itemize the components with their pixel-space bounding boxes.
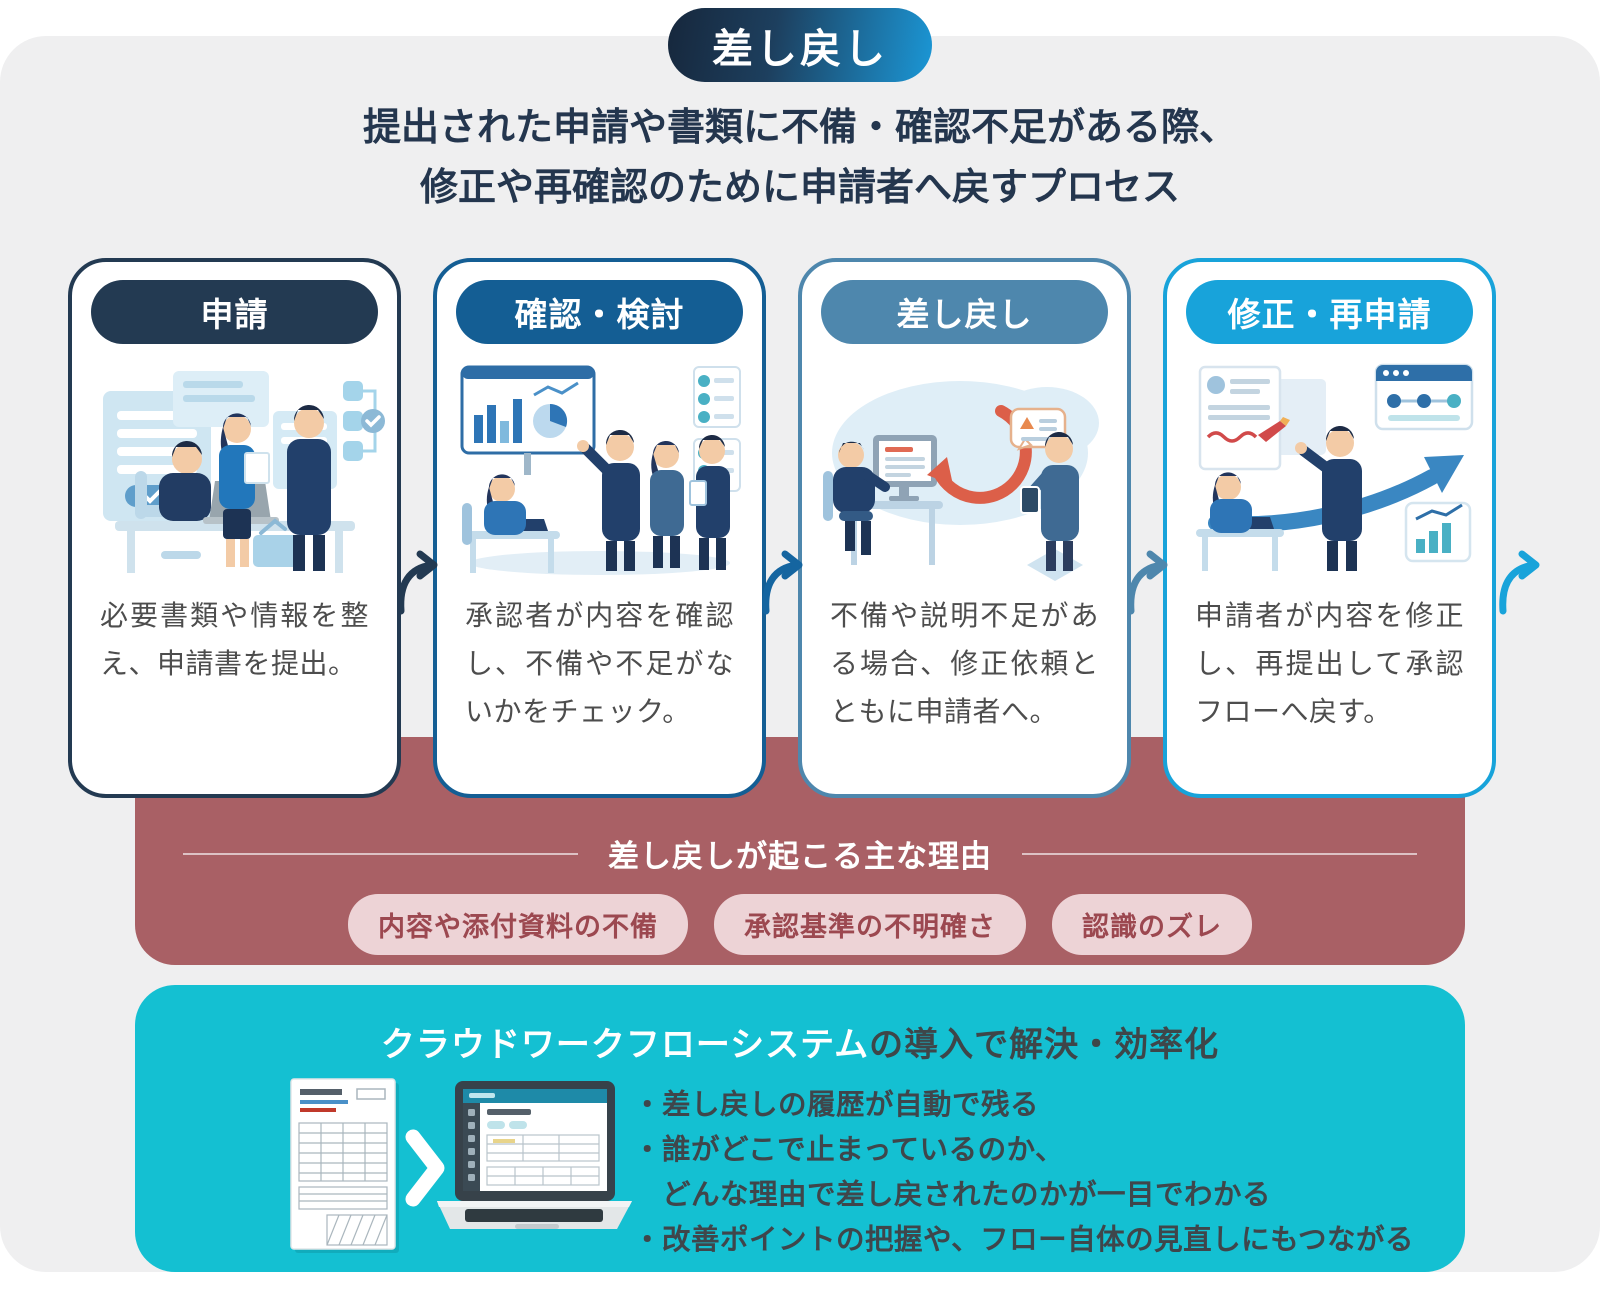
- step-illustration-resubmit: [1167, 352, 1492, 584]
- review-illustration-svg: [460, 365, 741, 575]
- step-description: 不備や説明不足がある場合、修正依頼とともに申請者へ。: [830, 600, 1099, 728]
- bullet-line: どんな理由で差し戻されたのかが一目でわかる: [633, 1179, 1272, 1212]
- paper-to-laptop-illustration-svg: [290, 1078, 632, 1253]
- step-title: 確認・検討: [514, 296, 685, 333]
- step-illustration-sendback: [802, 352, 1127, 584]
- bullet-line: ・誰がどこで止まっているのか、: [633, 1134, 1065, 1167]
- intro-text: 提出された申請や書類に不備・確認不足がある際、 修正や再確認のために申請者へ戻す…: [0, 98, 1600, 218]
- bullet-line: ・改善ポイントの把握や、フロー自体の見直しにもつながる: [633, 1224, 1415, 1257]
- step-description: 承認者が内容を確認し、不備や不足がないかをチェック。: [465, 600, 734, 728]
- reason-pills: 内容や添付資料の不備 承認基準の不明確さ 認識のズレ: [135, 894, 1465, 955]
- bullet-line: ・差し戻しの履歴が自動で残る: [633, 1089, 1040, 1121]
- solution-bullets: ・差し戻しの履歴が自動で残る ・誰がどこで止まっているのか、 どんな理由で差し戻…: [633, 1083, 1414, 1263]
- step-description: 必要書類や情報を整え、申請書を提出。: [100, 600, 369, 680]
- solution-title-highlight: クラウドワークフローシステム: [380, 1026, 870, 1064]
- step-header-review: 確認・検討: [456, 280, 743, 344]
- reasons-title: 差し戻しが起こる主な理由: [608, 839, 992, 874]
- step-card-application: 申請: [68, 258, 401, 798]
- divider-line-left: [183, 852, 578, 855]
- step-card-sendback: 差し戻し: [798, 258, 1131, 798]
- step-description: 申請者が内容を修正し、再提出して承認フローへ戻す。: [1195, 600, 1464, 728]
- process-steps: 申請: [68, 258, 1496, 798]
- solution-title-rest: の導入で解決・効率化: [869, 1026, 1220, 1064]
- reason-pill: 内容や添付資料の不備: [348, 894, 688, 955]
- title-badge-label: 差し戻し: [712, 26, 888, 72]
- step-card-resubmit: 修正・再申請: [1163, 258, 1496, 798]
- step-header-application: 申請: [91, 280, 378, 344]
- solution-section: クラウドワークフローシステムの導入で解決・効率化: [135, 985, 1465, 1272]
- step-header-resubmit: 修正・再申請: [1186, 280, 1473, 344]
- intro-line-1: 提出された申請や書類に不備・確認不足がある際、: [362, 107, 1237, 149]
- application-illustration-svg: [102, 371, 385, 573]
- title-badge: 差し戻し: [668, 8, 932, 82]
- reason-pill: 承認基準の不明確さ: [714, 894, 1026, 955]
- flow-arrow-icon-1: [397, 550, 438, 615]
- solution-illustration: [287, 1075, 632, 1260]
- step-illustration-application: [72, 352, 397, 584]
- flow-arrow-icon-3: [1127, 550, 1168, 615]
- divider-line-right: [1022, 852, 1417, 855]
- step-header-sendback: 差し戻し: [821, 280, 1108, 344]
- step-title: 申請: [200, 296, 269, 333]
- reason-pill: 認識のズレ: [1052, 894, 1252, 955]
- reasons-title-row: 差し戻しが起こる主な理由: [183, 831, 1417, 876]
- intro-line-2: 修正や再確認のために申請者へ戻すプロセス: [419, 167, 1180, 210]
- chevron-right-icon: [405, 1129, 445, 1207]
- solution-title: クラウドワークフローシステムの導入で解決・効率化: [135, 1017, 1465, 1066]
- step-title: 修正・再申請: [1227, 296, 1432, 333]
- sendback-illustration-svg: [822, 381, 1099, 581]
- step-illustration-review: [437, 352, 762, 584]
- resubmit-illustration-svg: [1195, 363, 1473, 571]
- flow-arrow-icon-2: [762, 550, 803, 615]
- step-card-review: 確認・検討: [433, 258, 766, 798]
- step-title: 差し戻し: [896, 296, 1033, 333]
- flow-arrow-icon-4: [1499, 550, 1540, 615]
